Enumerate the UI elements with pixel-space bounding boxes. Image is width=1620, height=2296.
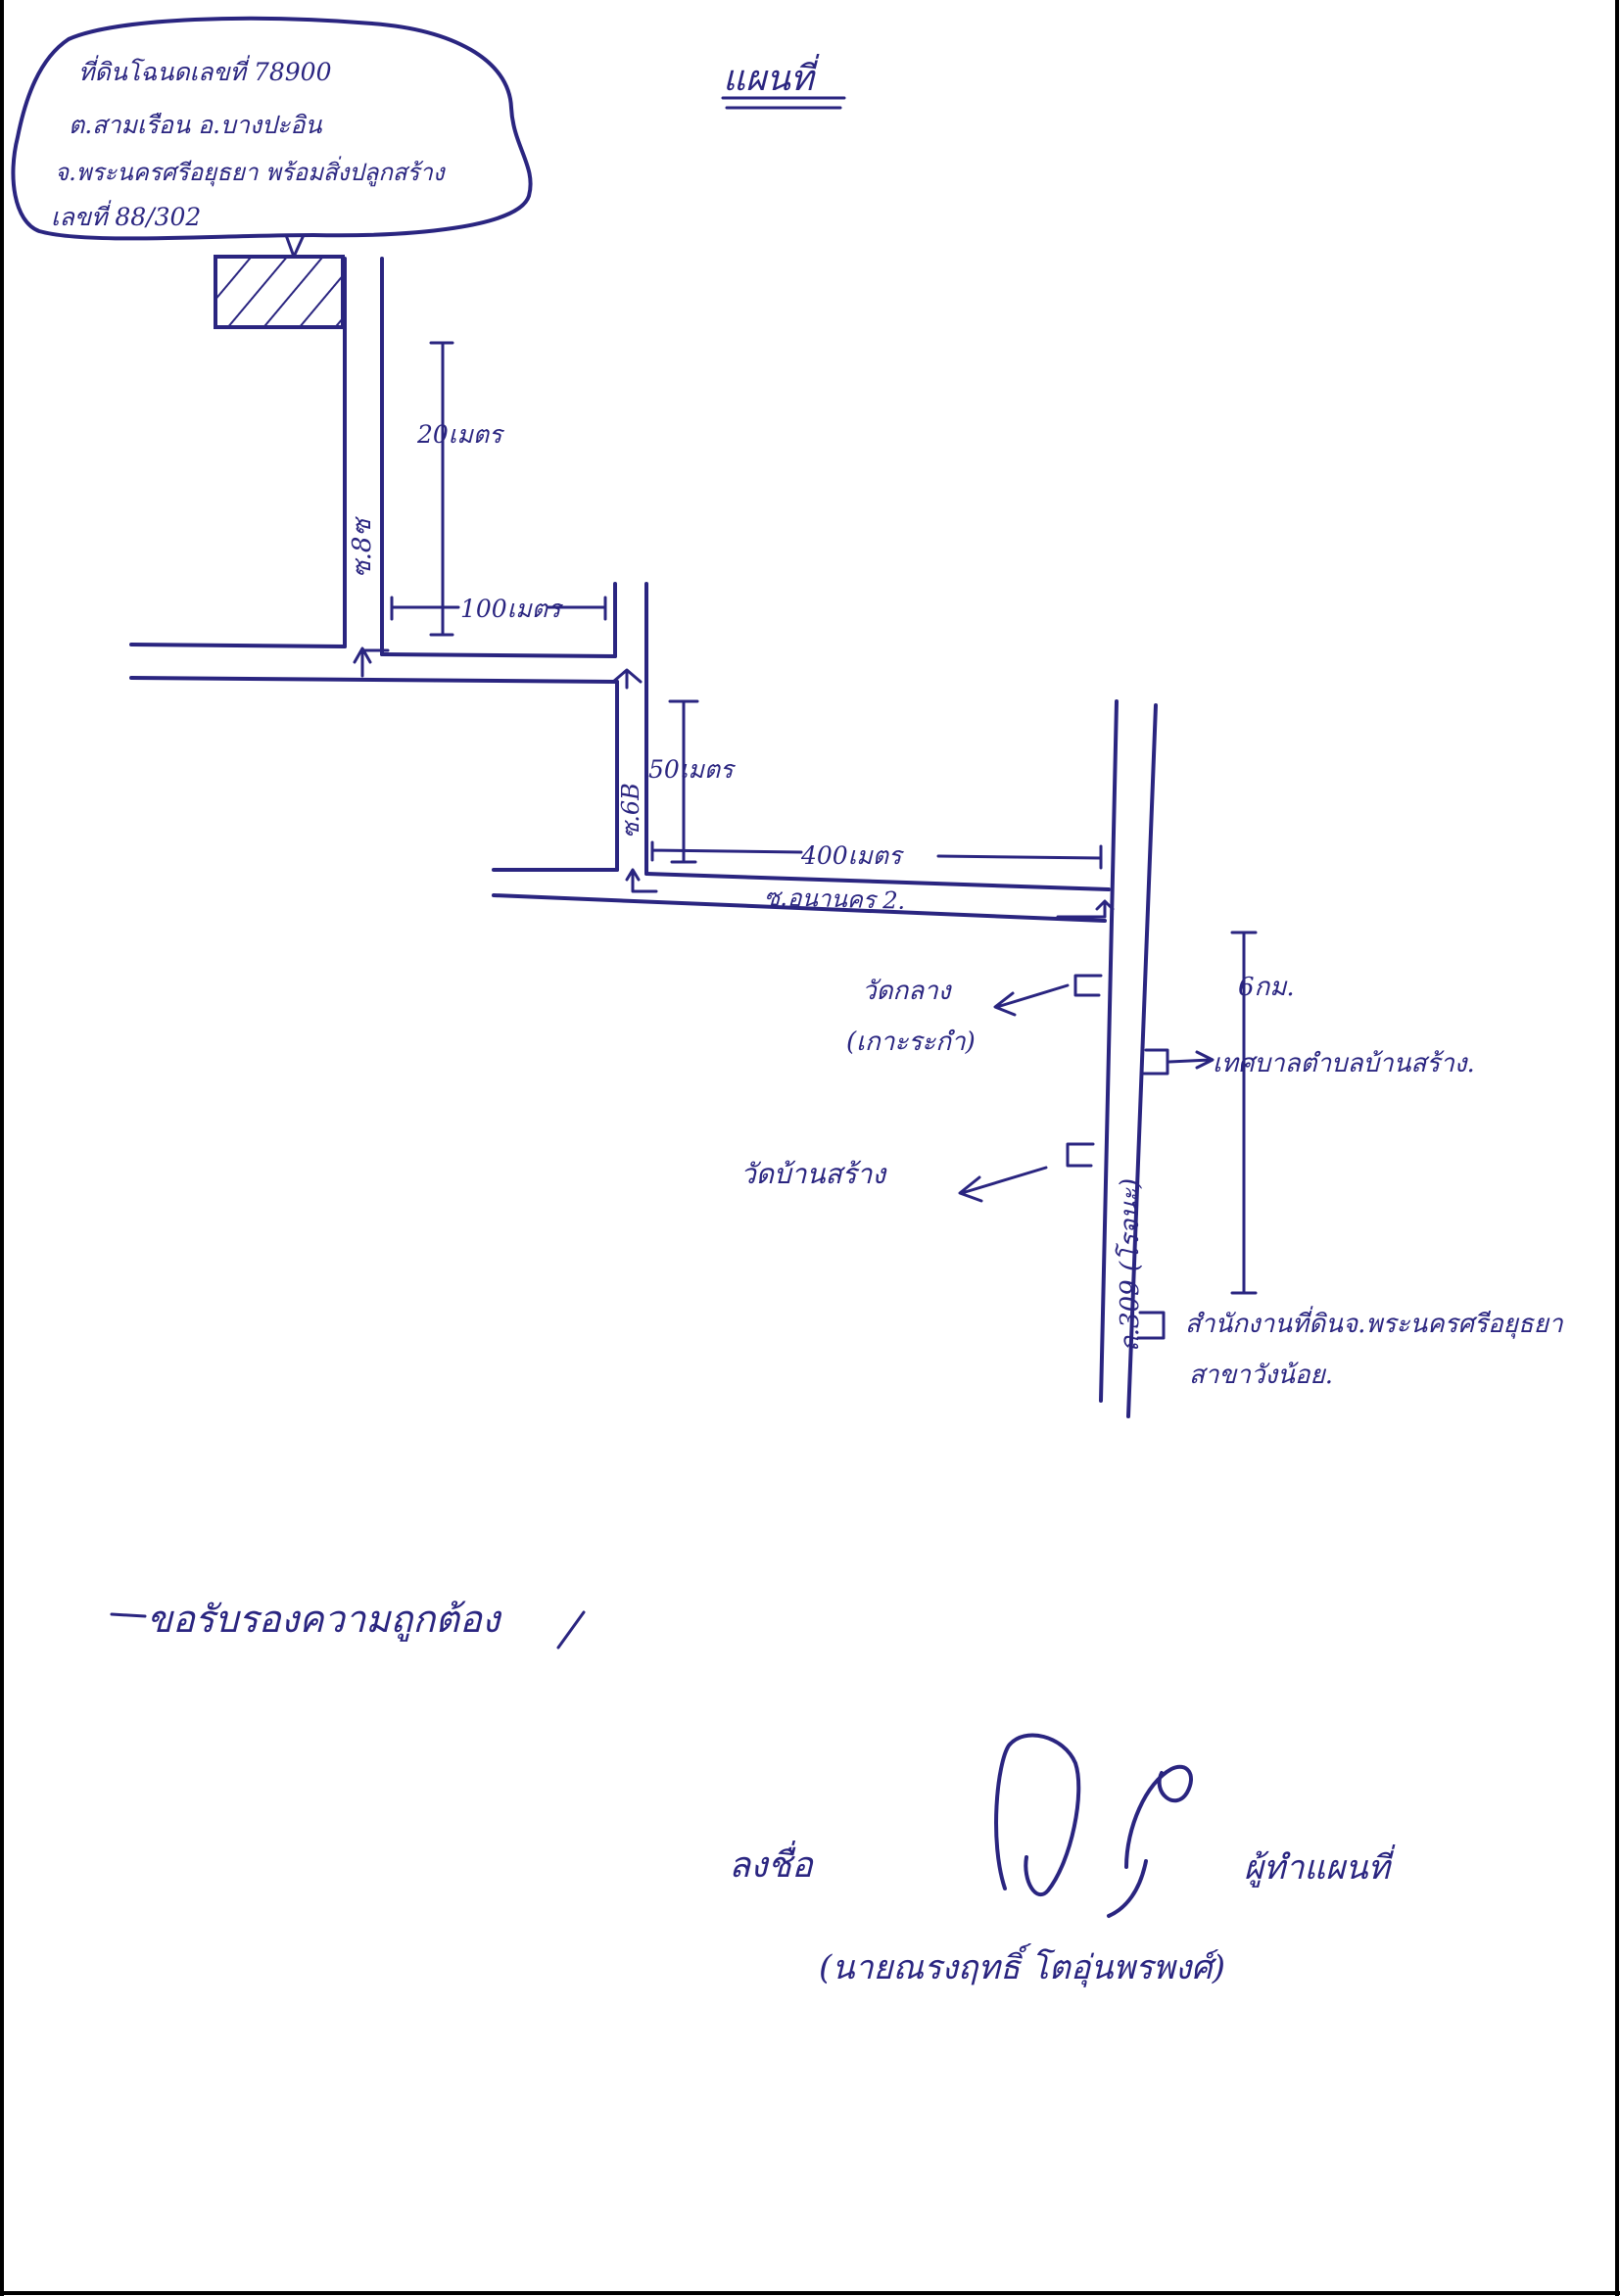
sign-label: ลงชื่อ (729, 1840, 814, 1886)
callout-pointer (284, 233, 306, 259)
landmark-wat-klang-2: (เกาะระกำ) (846, 1028, 976, 1057)
map-title: แผนที่ (723, 53, 820, 99)
distance-label-3: 50เมตร (648, 755, 736, 784)
road-network (129, 257, 1158, 1418)
distance-marker-4 (650, 840, 1103, 870)
municipality-arrow (1167, 1050, 1215, 1070)
distance-label-1: 20เมตร (416, 420, 504, 449)
landmark-wat-ban-sang: วัดบ้านสร้าง (740, 1158, 887, 1190)
signer-role: ผู้ทำแผนที่ (1244, 1844, 1396, 1888)
handwritten-signature (994, 1733, 1193, 1918)
landmark-municipality: เทศบาลตำบลบ้านสร้าง. (1213, 1049, 1475, 1078)
landmark-land-office-1: สำนักงานที่ดินจ.พระนครศรีอยุธยา (1185, 1306, 1564, 1339)
callout-line-3: จ.พระนครศรีอยุธยา พร้อมสิ่งปลูกสร้าง (55, 156, 447, 187)
distance-marker-2 (390, 596, 607, 621)
turn-arrow-2 (611, 668, 643, 690)
distance-marker-1 (429, 341, 454, 637)
landmark-land-office-2: สาขาวังน้อย. (1189, 1361, 1333, 1390)
distance-label-5: 6กม. (1238, 973, 1295, 1002)
signer-name: (นายณรงฤทธิ์ โตอุ่นพรพงศ์) (819, 1942, 1225, 1987)
certification-dash-left (110, 1612, 147, 1618)
land-office-marker (1136, 1311, 1166, 1340)
road-label-soi-1: ซ.8ซ (348, 516, 377, 578)
wat-klang-marker (1073, 974, 1103, 997)
callout-line-2: ต.สามเรือน อ.บางปะอิน (69, 111, 322, 139)
callout-cloud (11, 16, 533, 241)
municipality-marker (1142, 1048, 1169, 1076)
road-label-main-soi: ซ.อนานคร 2. (764, 884, 906, 915)
wat-klang-arrow (993, 983, 1070, 1017)
callout-line-1: ที่ดินโฉนดเลขที่ 78900 (78, 55, 332, 86)
certification-text: ขอรับรองความถูกต้อง (147, 1598, 502, 1642)
callout-line-4: เลขที่ 88/302 (51, 200, 201, 231)
road-label-soi-2: ซ.6B (617, 783, 644, 838)
distance-label-4: 400เมตร (800, 841, 904, 870)
wat-ban-sang-arrow (958, 1166, 1048, 1203)
certification-slash (556, 1610, 586, 1650)
landmark-wat-klang-1: วัดกลาง (862, 977, 953, 1006)
distance-label-2: 100เมตร (460, 595, 563, 623)
land-parcel (214, 255, 345, 329)
turn-arrow-3 (625, 868, 658, 893)
wat-ban-sang-marker (1066, 1142, 1095, 1168)
road-label-highway: ถ.309 (โรจนะ) (1115, 1178, 1145, 1352)
distance-marker-5 (1230, 931, 1258, 1295)
turn-arrow-1 (353, 646, 372, 678)
distance-marker-3 (668, 699, 699, 864)
turn-arrow-4 (1056, 899, 1115, 919)
